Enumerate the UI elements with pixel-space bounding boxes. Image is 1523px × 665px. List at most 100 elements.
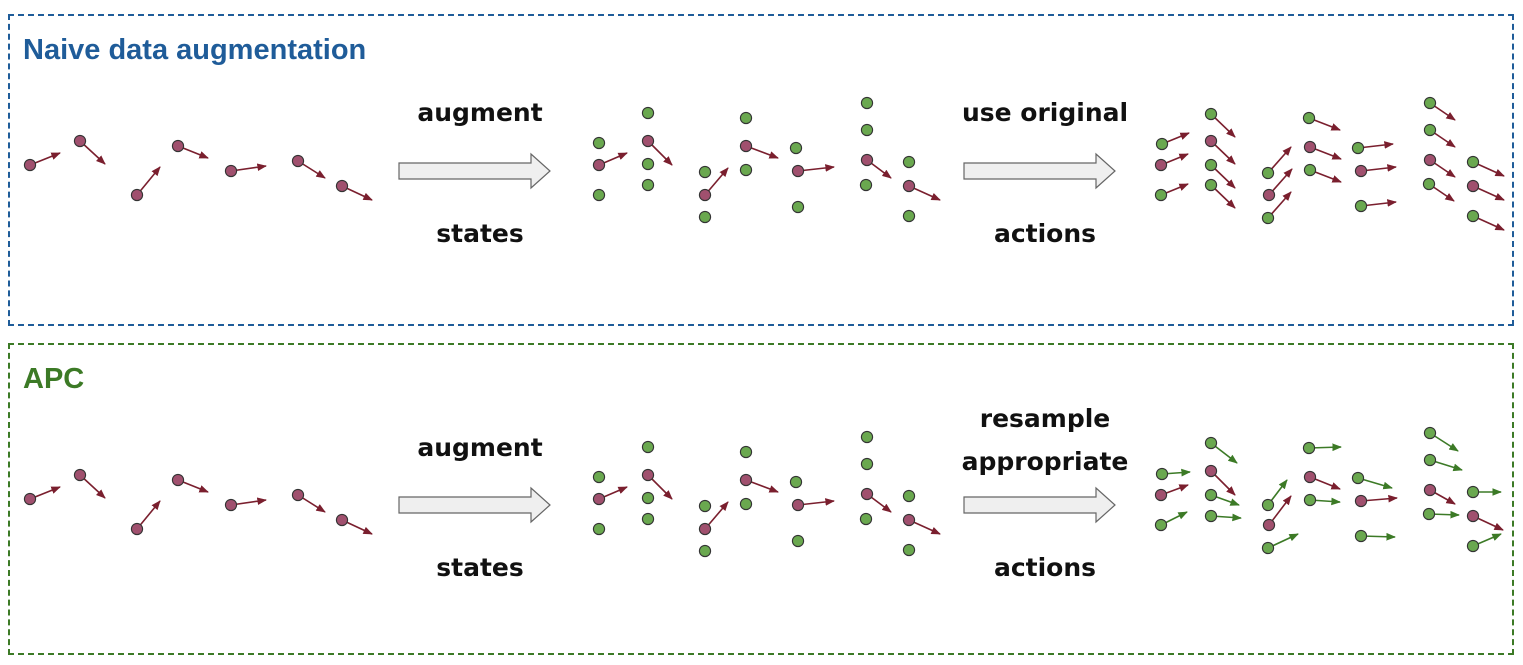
augmented-state-icon [739,111,753,125]
original-state-icon [860,153,874,167]
augmented-state-icon [592,470,606,484]
apc-appropriate-label: appropriate [961,447,1129,476]
augmented-state-icon [1154,518,1168,532]
original-state-icon [902,513,916,527]
augmented-state-icon [791,200,805,214]
augmented-state-icon [791,534,805,548]
augmented-state-icon [1303,493,1317,507]
naive-use-original-label: use original [961,98,1129,127]
original-state-icon [641,468,655,482]
augmented-state-icon [860,96,874,110]
augmented-state-icon [1354,529,1368,543]
augmented-state-icon [902,543,916,557]
original-state-icon [1154,488,1168,502]
augmented-state-icon [859,178,873,192]
original-state-icon [1466,179,1480,193]
original-state-icon [1303,470,1317,484]
original-state-icon [1204,134,1218,148]
augmented-state-icon [860,457,874,471]
original-state-icon [1354,164,1368,178]
augmented-state-icon [1261,498,1275,512]
original-state-icon [698,188,712,202]
augmented-state-icon [1423,426,1437,440]
naive-panel-title: Naive data augmentation [23,34,367,66]
original-state-icon [291,488,305,502]
augmented-state-icon [860,430,874,444]
original-state-icon [73,468,87,482]
augmented-state-icon [641,106,655,120]
naive-augment-label: augment [417,98,543,127]
original-state-icon [335,513,349,527]
augmented-state-icon [1204,509,1218,523]
augmented-state-icon [1466,209,1480,223]
apc-panel-title: APC [23,363,85,395]
apc-augment-label: augment [417,433,543,462]
original-state-icon [860,487,874,501]
original-state-icon [1423,483,1437,497]
augmented-state-icon [859,512,873,526]
block-right-arrow-icon [398,152,551,190]
augmented-state-icon [1466,155,1480,169]
augmented-state-icon [860,123,874,137]
original-state-icon [171,139,185,153]
augmented-state-icon [1422,507,1436,521]
block-right-arrow-icon [398,486,551,524]
original-state-icon [1466,509,1480,523]
original-state-icon [1262,188,1276,202]
original-state-icon [902,179,916,193]
augmented-state-icon [1261,211,1275,225]
original-state-icon [291,154,305,168]
augmented-state-icon [1302,111,1316,125]
original-state-icon [592,158,606,172]
original-state-icon [73,134,87,148]
augmented-state-icon [1204,178,1218,192]
original-state-icon [1354,494,1368,508]
naive-states-label: states [436,219,524,248]
apc-panel: APC [8,343,1514,655]
augmented-state-icon [592,136,606,150]
original-state-icon [130,188,144,202]
augmented-state-icon [739,497,753,511]
augmented-state-icon [698,499,712,513]
augmented-state-icon [1204,107,1218,121]
original-state-icon [1204,464,1218,478]
augmented-state-icon [1354,199,1368,213]
block-right-arrow-icon [963,152,1116,190]
apc-actions-label: actions [993,553,1097,582]
original-state-icon [1262,518,1276,532]
augmented-state-icon [1204,158,1218,172]
augmented-state-icon [1423,96,1437,110]
augmented-state-icon [641,512,655,526]
augmented-state-icon [1261,166,1275,180]
augmented-state-icon [641,178,655,192]
augmented-state-icon [1155,137,1169,151]
apc-states-label: states [436,553,524,582]
augmented-state-icon [592,188,606,202]
augmented-state-icon [739,163,753,177]
augmented-state-icon [698,165,712,179]
original-state-icon [791,498,805,512]
augmented-state-icon [698,210,712,224]
original-state-icon [23,492,37,506]
original-state-icon [739,139,753,153]
original-state-icon [224,164,238,178]
augmented-state-icon [1466,539,1480,553]
original-state-icon [130,522,144,536]
original-state-icon [698,522,712,536]
augmented-state-icon [641,491,655,505]
augmented-state-icon [1204,436,1218,450]
augmented-state-icon [1351,141,1365,155]
augmented-state-icon [1351,471,1365,485]
augmented-state-icon [902,489,916,503]
augmented-state-icon [592,522,606,536]
original-state-icon [1303,140,1317,154]
augmented-state-icon [902,155,916,169]
augmented-state-icon [641,440,655,454]
original-state-icon [791,164,805,178]
augmented-state-icon [789,475,803,489]
augmented-state-icon [1423,123,1437,137]
augmented-state-icon [739,445,753,459]
naive-actions-label: actions [993,219,1097,248]
augmented-state-icon [698,544,712,558]
